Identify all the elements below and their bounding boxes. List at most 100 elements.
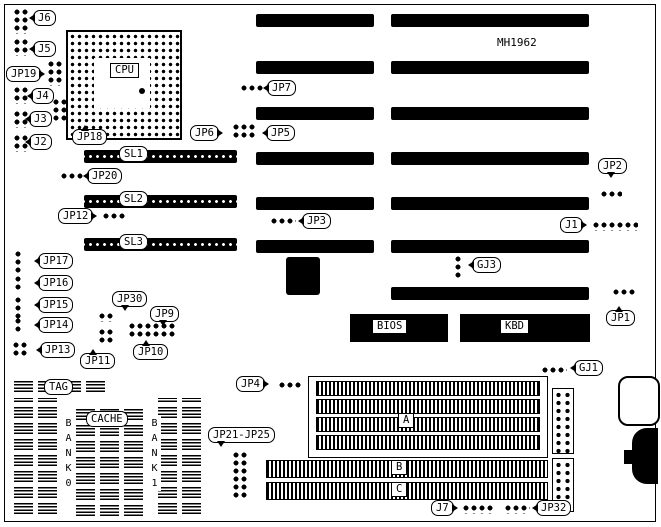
jp17-label: JP17	[33, 253, 74, 269]
keyboard-din-connector	[632, 428, 658, 484]
isa-slot	[391, 287, 589, 300]
gj3-jumper	[454, 255, 463, 279]
j2-label: J2	[25, 134, 52, 150]
isa-slot	[391, 240, 589, 253]
isa-slot	[256, 61, 374, 74]
j5-jumper	[13, 38, 29, 56]
j1-label: J1	[560, 217, 587, 233]
keyboard-din-tab	[624, 450, 634, 464]
cpu-pin1-marker	[139, 88, 145, 94]
chipset-ic	[286, 257, 320, 295]
j5-label: J5	[29, 41, 56, 57]
jp15-label: JP15	[33, 297, 74, 313]
cache-label: CACHE	[86, 411, 128, 427]
jp21-jp25-jumper	[232, 451, 249, 500]
jp16-label: JP16	[33, 275, 74, 291]
isa-slot	[256, 240, 374, 253]
jp1-jumper	[612, 288, 636, 297]
j7-jumper	[462, 504, 495, 514]
j4-label: J4	[27, 88, 54, 104]
jp11-jumper	[98, 328, 115, 345]
jp21-jp25-label: JP21-JP25	[208, 427, 275, 447]
cache-bank1-chips	[158, 398, 206, 514]
simm-socket	[316, 399, 540, 414]
jp20-label: JP20	[82, 168, 123, 184]
board-model: MH1962	[497, 36, 537, 49]
simm-bank-a-label: A	[398, 413, 415, 428]
jp10-label: JP10	[133, 340, 169, 360]
battery	[618, 376, 660, 426]
jp32-label: JP32	[531, 500, 572, 516]
isa-slot	[256, 14, 374, 27]
isa-slot	[256, 152, 374, 165]
jp12-label: JP12	[58, 208, 98, 224]
sl1-label: SL1	[119, 146, 148, 162]
cpu-socket	[66, 30, 182, 140]
simm-bank-b-label: B	[391, 460, 408, 475]
jp13-jumper	[12, 341, 29, 358]
tag-label: TAG	[44, 379, 73, 395]
jp18-jumper	[52, 98, 68, 122]
isa-slot	[391, 14, 589, 27]
j3-label: J3	[25, 111, 52, 127]
jp7-jumper	[240, 84, 264, 93]
j4-jumper	[13, 86, 29, 104]
j2-jumper	[13, 134, 29, 152]
board-outline	[4, 4, 656, 522]
jp3-jumper	[270, 217, 296, 226]
isa-slot	[391, 107, 589, 120]
simm-socket	[316, 417, 540, 432]
gj3-label: GJ3	[468, 257, 501, 273]
jp11-label: JP11	[80, 349, 116, 369]
jp32-jumper	[504, 504, 530, 514]
sl3-label: SL3	[119, 234, 148, 250]
jp5-label: JP5	[262, 125, 295, 141]
isa-slot	[391, 152, 589, 165]
jp17-jumper	[14, 250, 23, 274]
j6-jumper	[13, 8, 29, 34]
isa-slot	[391, 61, 589, 74]
jp6-label: JP6	[190, 125, 223, 141]
cache-bank0-chips	[14, 398, 62, 514]
jp30-label: JP30	[112, 291, 148, 311]
jp13-label: JP13	[35, 342, 76, 358]
jp2-jumper	[600, 190, 622, 199]
j7-label: J7	[431, 500, 458, 516]
bank1-label: B A N K 1	[148, 416, 161, 491]
jp4-jumper	[278, 381, 302, 390]
simm-socket	[316, 381, 540, 396]
gj1-label: GJ1	[570, 360, 603, 376]
simm-bank-c-label: C	[391, 482, 408, 497]
jp1-label: JP1	[606, 306, 635, 326]
j1-jumper	[592, 221, 638, 231]
sl2-socket	[84, 195, 237, 208]
cpu-label: CPU	[110, 63, 139, 78]
jp14-label: JP14	[33, 317, 74, 333]
jp19-label: JP19	[6, 66, 46, 82]
gj1-jumper	[541, 366, 567, 375]
jp9-jp10-jumper	[128, 322, 176, 339]
simm-socket	[316, 435, 540, 450]
isa-slot	[256, 107, 374, 120]
sl1-socket	[84, 150, 237, 163]
jp30-jumper	[98, 312, 115, 322]
jp14-jumper	[14, 317, 23, 334]
kbd-label: KBD	[500, 319, 529, 334]
jp15-jumper	[14, 296, 23, 320]
jp20-jumper	[60, 172, 84, 181]
jp9-label: JP9	[150, 306, 179, 326]
j6-label: J6	[29, 10, 56, 26]
jp2-label: JP2	[598, 158, 627, 178]
bios-label: BIOS	[372, 319, 408, 334]
sl3-socket	[84, 238, 237, 251]
jp4-label: JP4	[236, 376, 269, 392]
jp6-jp5-jumper	[232, 123, 256, 140]
jp18-label: JP18	[72, 125, 108, 145]
isa-slot	[391, 197, 589, 210]
jp12-jumper	[102, 212, 126, 221]
power-connector	[552, 388, 574, 454]
jp7-label: JP7	[263, 80, 296, 96]
sl2-label: SL2	[119, 191, 148, 207]
jp16-jumper	[14, 275, 23, 292]
